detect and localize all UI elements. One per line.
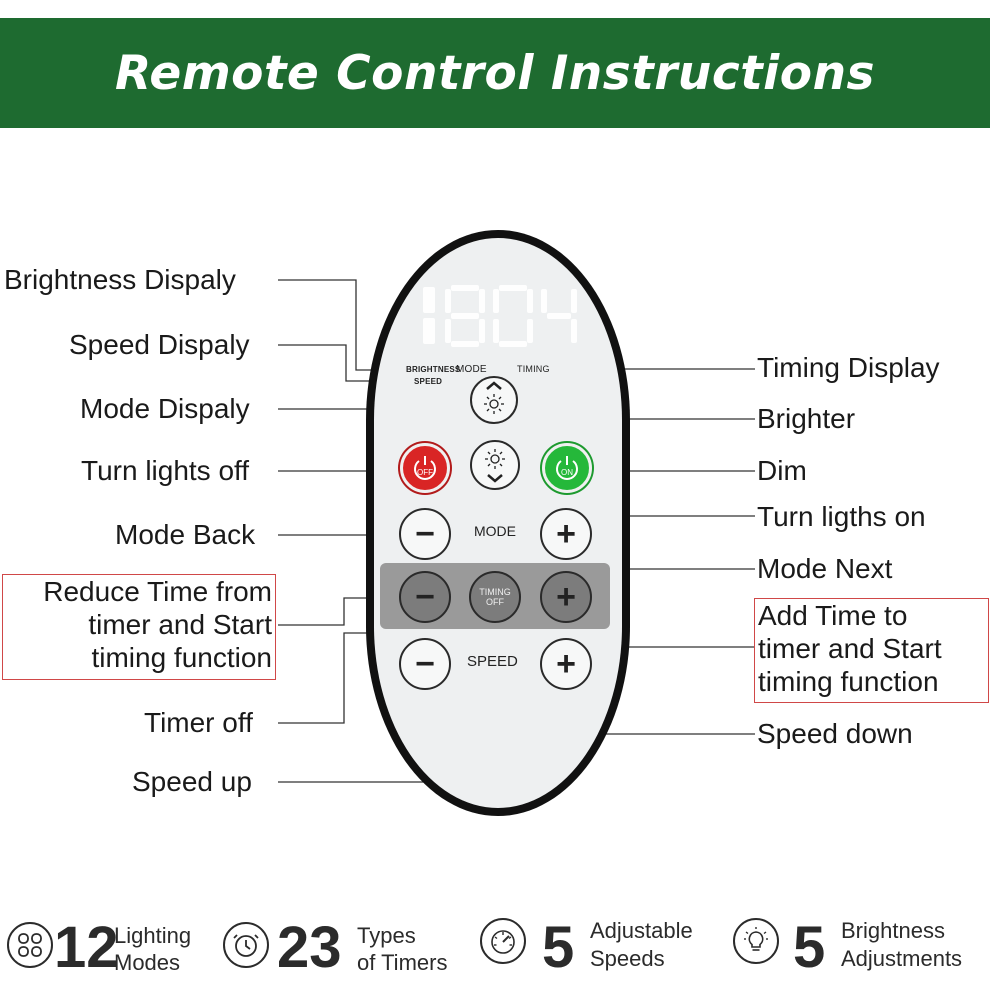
label-timing-display: Timing Display	[757, 352, 940, 383]
dim-sun-icon	[485, 449, 505, 483]
page-title: Remote Control Instructions	[114, 45, 876, 101]
speed-down-button[interactable]: +	[540, 638, 592, 690]
label-mode-display: Mode Dispaly	[80, 393, 250, 424]
title-banner: Remote Control Instructions	[0, 18, 990, 128]
add-time-line1: Add Time to	[758, 600, 908, 631]
add-time-line3: timing function	[758, 666, 939, 697]
stat-brightness-number: 5	[793, 915, 826, 980]
mode-back-button[interactable]: −	[399, 508, 451, 560]
reduce-time-line3: timing function	[91, 642, 272, 673]
reduce-time-line1: Reduce Time from	[43, 576, 272, 607]
remote-label-brightness: BRIGHTNESS	[406, 365, 461, 374]
plus-icon: +	[556, 578, 576, 616]
reduce-time-line2: timer and Start	[88, 609, 272, 640]
on-text: ON	[561, 468, 573, 477]
add-time-button[interactable]: +	[540, 571, 592, 623]
stat-timers-line1: Types	[357, 923, 416, 948]
power-off-icon: OFF	[414, 456, 436, 480]
stat-timers-line2: of Timers	[357, 950, 448, 975]
power-on-icon: ON	[556, 456, 578, 480]
stat-timers-number: 23	[277, 915, 342, 980]
timer-off-button[interactable]: TIMING OFF	[469, 571, 521, 623]
stat-brightness-line1: Brightness	[841, 918, 945, 943]
off-text: OFF	[417, 468, 433, 477]
label-dim: Dim	[757, 455, 807, 486]
dim-button[interactable]	[470, 440, 520, 490]
plus-icon: +	[556, 645, 576, 683]
brighter-button[interactable]	[470, 376, 518, 424]
label-speed-up: Speed up	[132, 766, 252, 797]
timer-off-line1: TIMING	[479, 587, 511, 597]
label-brighter: Brighter	[757, 403, 856, 434]
timer-icon	[223, 922, 269, 968]
off-button[interactable]: OFF	[400, 443, 450, 493]
label-mode-next: Mode Next	[757, 553, 893, 584]
stat-speeds-line1: Adjustable	[590, 918, 693, 943]
label-speed-down: Speed down	[757, 718, 913, 749]
speed-row-label: SPEED	[467, 653, 518, 670]
reduce-time-button[interactable]: −	[399, 571, 451, 623]
minus-icon: −	[415, 645, 435, 683]
speedometer-icon	[480, 918, 526, 964]
mode-next-button[interactable]: +	[540, 508, 592, 560]
remote-label-timing: TIMING	[517, 364, 550, 374]
label-speed-display: Speed Dispaly	[69, 329, 250, 360]
label-brightness-display: Brightness Dispaly	[4, 264, 236, 295]
led-display	[423, 285, 577, 347]
stat-lighting-number: 12	[54, 915, 119, 980]
stat-lighting-line2: Modes	[114, 950, 181, 975]
label-timer-off: Timer off	[144, 707, 253, 738]
lighting-modes-icon	[7, 922, 53, 968]
label-mode-back: Mode Back	[115, 519, 256, 550]
add-time-line2: timer and Start	[758, 633, 942, 664]
stat-speeds-line2: Speeds	[590, 946, 665, 971]
features-row: 12 Lighting Modes 23 Types of Timers 5 A…	[0, 905, 990, 985]
label-add-time-box: Add Time to timer and Start timing funct…	[754, 598, 989, 703]
label-reduce-time-box: Reduce Time from timer and Start timing …	[2, 574, 276, 680]
remote-label-mode: MODE	[456, 364, 487, 375]
label-lights-on: Turn ligths on	[757, 501, 926, 532]
label-lights-off: Turn lights off	[81, 455, 250, 486]
speed-up-button[interactable]: −	[399, 638, 451, 690]
timer-off-line2: OFF	[486, 597, 504, 607]
minus-icon: −	[415, 515, 435, 553]
plus-icon: +	[556, 515, 576, 553]
mode-row-label: MODE	[474, 523, 516, 539]
minus-icon: −	[415, 578, 435, 616]
on-button[interactable]: ON	[542, 443, 592, 493]
bulb-icon	[733, 918, 779, 964]
stat-brightness-line2: Adjustments	[841, 946, 963, 971]
brighter-sun-icon	[484, 381, 504, 414]
stat-speeds-number: 5	[542, 915, 575, 980]
stat-lighting-line1: Lighting	[114, 923, 192, 948]
remote-label-speed: SPEED	[414, 377, 443, 386]
